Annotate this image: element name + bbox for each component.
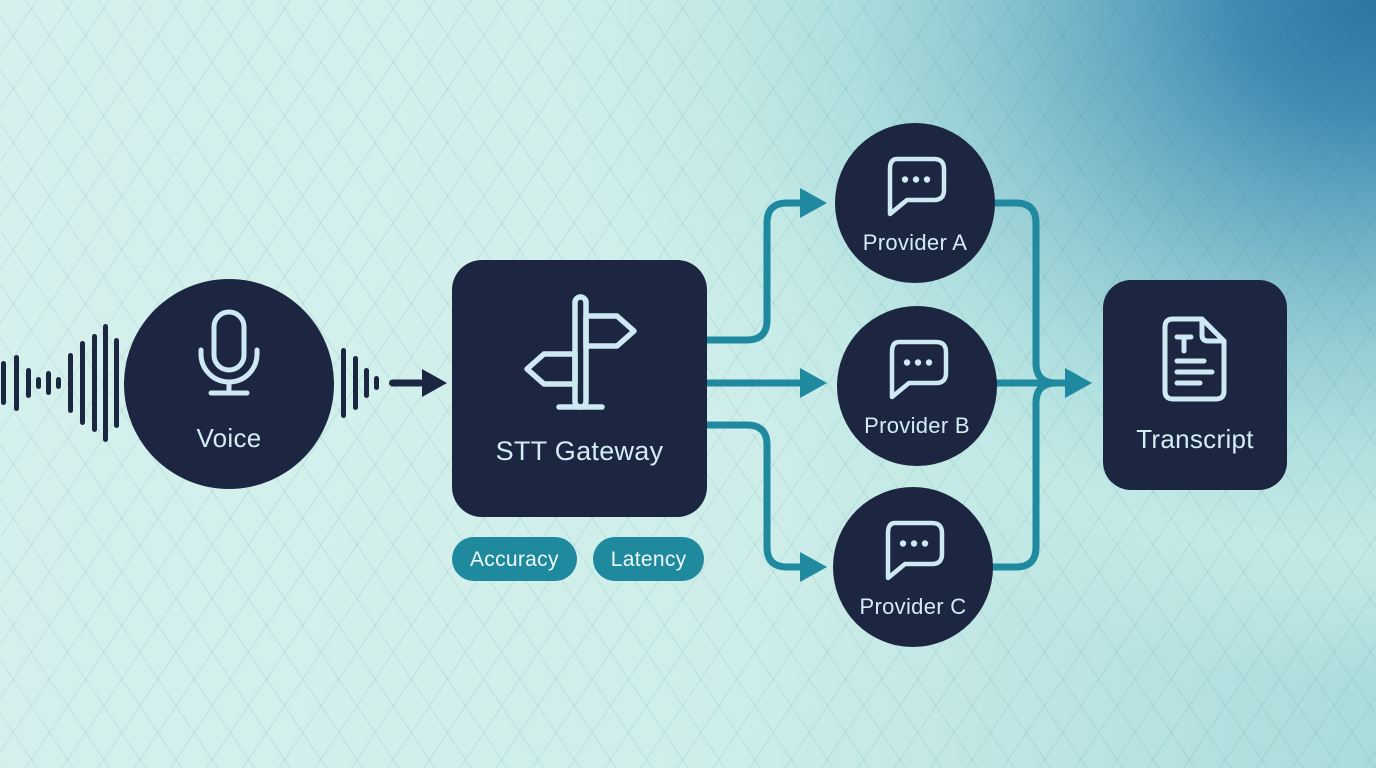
edge-provider-c-transcript [991,379,1063,571]
edge-provider-a-transcript [995,199,1063,387]
node-provider-c-label: Provider C [859,594,967,619]
node-voice-label: Voice [196,423,262,453]
node-stt-gateway-label: STT Gateway [495,436,664,466]
chat-bubble-icon [884,339,950,401]
node-transcript: Transcript [1103,280,1287,490]
node-transcript-label: Transcript [1136,424,1254,454]
edge-gateway-provider-c [705,421,802,571]
node-provider-b-label: Provider B [864,413,970,438]
node-stt-gateway: STT Gateway [452,260,707,517]
chat-bubble-icon [882,156,948,218]
node-voice: Voice [124,279,334,489]
badge-accuracy-label: Accuracy [470,547,559,571]
badge-accuracy: Accuracy [452,537,577,581]
chat-bubble-icon [880,520,946,582]
node-provider-a-label: Provider A [862,230,968,255]
node-provider-a: Provider A [835,123,995,283]
arrowhead-icon [800,552,827,582]
badge-latency: Latency [592,537,705,581]
node-provider-c: Provider C [833,487,993,647]
arrowhead-icon [1065,368,1092,398]
badge-latency-label: Latency [610,547,687,571]
waveform-icon [1,324,119,442]
arrowhead-icon [800,188,827,218]
arrow-right-icon [389,369,447,397]
node-provider-b: Provider B [837,306,997,466]
edge-gateway-provider-a [705,199,802,344]
waveform-icon [341,348,379,418]
gateway-badges: Accuracy Latency [452,537,705,581]
microphone-icon [198,309,260,397]
arrowhead-icon [800,368,827,398]
signpost-icon [521,294,639,416]
document-icon [1160,316,1230,402]
